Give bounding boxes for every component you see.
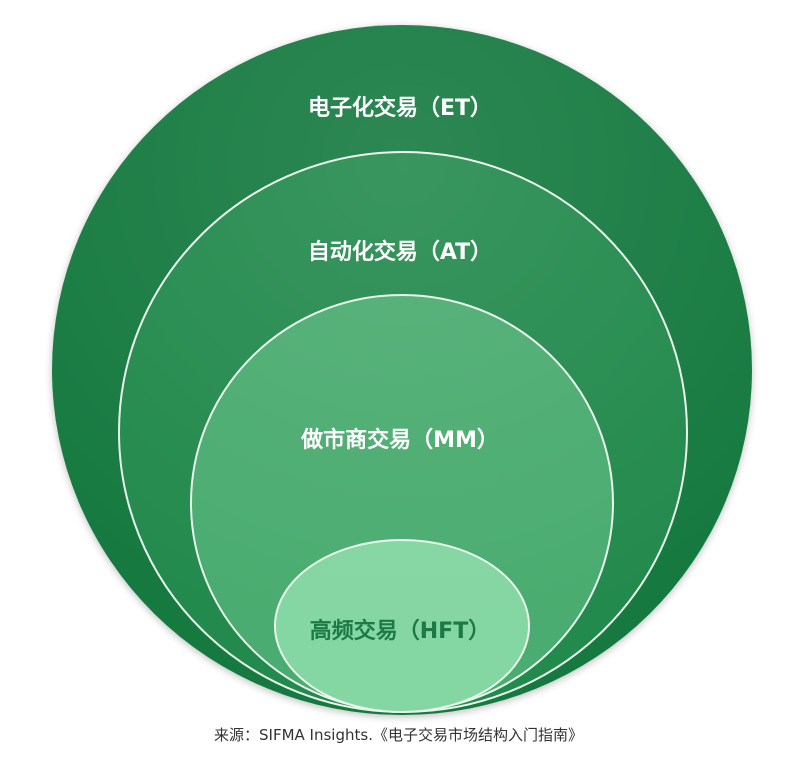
label-automated-trading: 自动化交易（AT）: [308, 239, 492, 265]
label-market-making: 做市商交易（MM）: [300, 427, 499, 453]
circle-sheen: [52, 25, 752, 715]
label-electronic-trading: 电子化交易（ET）: [308, 95, 492, 121]
source-caption: 来源：SIFMA Insights.《电子交易市场结构入门指南》: [214, 726, 583, 744]
label-high-frequency-trading: 高频交易（HFT）: [310, 618, 490, 644]
